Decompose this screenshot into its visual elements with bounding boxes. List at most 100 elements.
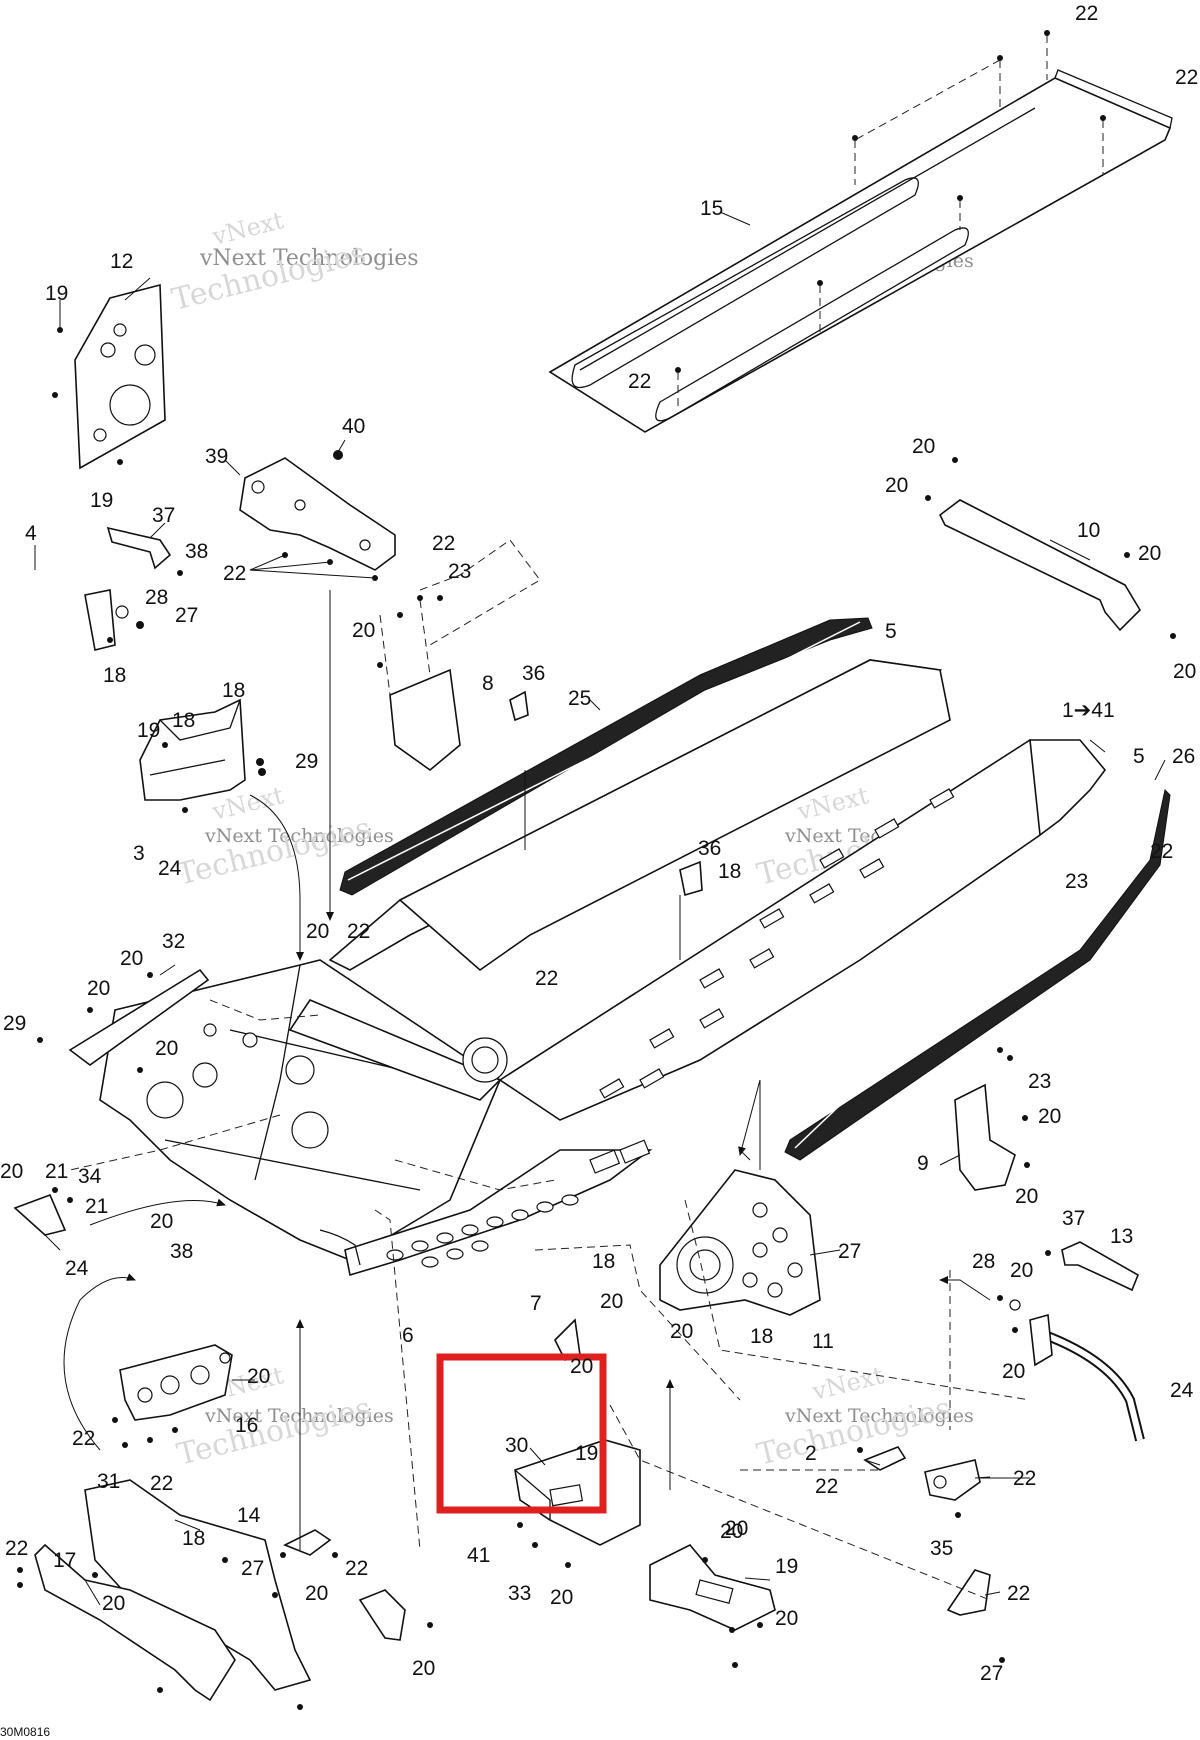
callout-label: 12 — [110, 250, 133, 273]
callout-label: 20 — [775, 1607, 798, 1630]
svg-text:Technologies: Technologies — [753, 1391, 954, 1473]
callout-label: 22 — [1075, 2, 1098, 25]
callout-label: 22 — [628, 370, 651, 393]
callout-label: 24 — [158, 857, 182, 880]
callout-label: 28 — [972, 1250, 995, 1273]
callout-label: 22 — [815, 1475, 838, 1498]
callout-label: 1➔41 — [1062, 699, 1115, 722]
callout-label: 4 — [25, 522, 37, 545]
callout-label: 18 — [750, 1325, 773, 1348]
watermark-top-left: vNext vNext Technologies Technologies — [168, 206, 418, 318]
callout-label: 27 — [980, 1662, 1003, 1685]
callout-label: 25 — [568, 687, 591, 710]
callout-label: 11 — [812, 1330, 834, 1353]
callout-label: 15 — [700, 197, 723, 220]
part-6-handle-right — [997, 1241, 1145, 1442]
callout-label: 16 — [235, 1414, 258, 1437]
callout-label: 20 — [247, 1365, 270, 1388]
assembly-arrows — [63, 590, 1031, 1601]
callout-label: 29 — [295, 750, 318, 773]
floor-holes — [386, 1139, 651, 1268]
svg-text:vNext Technologies: vNext Technologies — [204, 825, 394, 847]
svg-text:vNext Technologies: vNext Technologies — [784, 1405, 974, 1427]
callout-label: 5 — [1133, 745, 1145, 768]
callout-label: 18 — [103, 664, 126, 687]
callout-label: 19 — [775, 1555, 798, 1578]
callout-label: 18 — [182, 1527, 205, 1550]
callout-label: 18 — [172, 709, 195, 732]
part-3-bracket — [139, 698, 266, 813]
part-30-31-brackets — [857, 1446, 981, 1518]
callout-label: 23 — [1065, 870, 1088, 893]
callout-label: 24 — [1170, 1379, 1194, 1402]
callout-label: 27 — [175, 604, 198, 627]
svg-text:vNext: vNext — [209, 206, 287, 251]
part-2-35-support — [17, 1479, 312, 1710]
callout-label: 13 — [1110, 1225, 1133, 1248]
highlight-box — [436, 1353, 607, 1514]
part-14-33-brackets — [280, 1529, 433, 1641]
callout-label: 20 — [0, 1160, 23, 1183]
callout-label: 22 — [1013, 1467, 1036, 1490]
callout-label: 14 — [237, 1504, 261, 1527]
callout-label: 17 — [53, 1549, 76, 1572]
callout-label: 35 — [930, 1537, 953, 1560]
callout-label: 9 — [917, 1152, 929, 1175]
callout-label: 20 — [550, 1586, 573, 1609]
part-25-rail-left — [339, 617, 873, 896]
fasteners-part-15 — [675, 30, 1106, 410]
part-11-bracket — [112, 1344, 233, 1448]
callout-label: 37 — [152, 504, 175, 527]
callout-label: 20 — [670, 1320, 693, 1343]
callout-label: 20 — [1002, 1360, 1025, 1383]
callout-label: 19 — [45, 282, 68, 305]
part-36-brackets — [509, 690, 703, 897]
part-39-cross-bracket — [239, 450, 396, 581]
part-4-handle-left — [26, 526, 183, 651]
callout-label: 7 — [530, 1292, 542, 1315]
callout-label: 36 — [522, 662, 545, 685]
svg-text:vNext Technologies: vNext Technologies — [199, 246, 419, 271]
callout-label: 20 — [352, 619, 375, 642]
callout-label: 20 — [720, 1520, 743, 1543]
callout-label: 34 — [78, 1165, 102, 1188]
main-tunnel-frame — [99, 659, 1107, 1277]
callout-label: 18 — [592, 1250, 615, 1273]
callout-label: 20 — [1015, 1185, 1038, 1208]
callout-label: 20 — [102, 1592, 125, 1615]
callout-label: 40 — [342, 415, 365, 438]
callout-label: 22 — [223, 562, 246, 585]
callout-label: 21 — [85, 1195, 108, 1218]
callout-label: 38 — [170, 1240, 193, 1263]
callout-label: 22 — [432, 532, 455, 555]
callout-label: 33 — [508, 1582, 531, 1605]
callout-label: 22 — [1175, 66, 1198, 89]
callout-label: 30 — [505, 1434, 528, 1457]
callout-label: 20 — [1173, 660, 1196, 683]
callout-label: 20 — [120, 947, 143, 970]
callout-label: 36 — [698, 837, 721, 860]
callout-label: 21 — [45, 1160, 68, 1183]
part-12-bracket — [52, 283, 166, 470]
callout-label: 20 — [87, 977, 110, 1000]
callout-label: 41 — [467, 1544, 490, 1567]
callout-label: 23 — [448, 560, 471, 583]
callout-labels: 22 22 15 22 12 19 19 20 20 10 20 20 40 3… — [0, 2, 1198, 1685]
leader-lines — [34, 211, 1166, 1606]
callout-label: 27 — [241, 1557, 264, 1580]
callout-label: 20 — [600, 1290, 623, 1313]
part-26-rail-right — [784, 788, 1171, 1161]
callout-label: 3 — [133, 842, 145, 865]
callout-label: 20 — [1038, 1105, 1061, 1128]
callout-label: 22 — [345, 1557, 368, 1580]
callout-label: 23 — [1028, 1070, 1051, 1093]
part-41-bracket — [946, 1569, 1005, 1663]
callout-label: 20 — [305, 1582, 328, 1605]
svg-text:vNext: vNext — [809, 1361, 887, 1406]
callout-label: 39 — [205, 445, 228, 468]
part-34-bracket — [13, 1187, 73, 1236]
part-9-bracket — [954, 1047, 1030, 1191]
callout-label: 29 — [3, 1012, 26, 1035]
watermark-bottom-right: vNext vNext Technologies Technologies — [753, 1361, 973, 1473]
